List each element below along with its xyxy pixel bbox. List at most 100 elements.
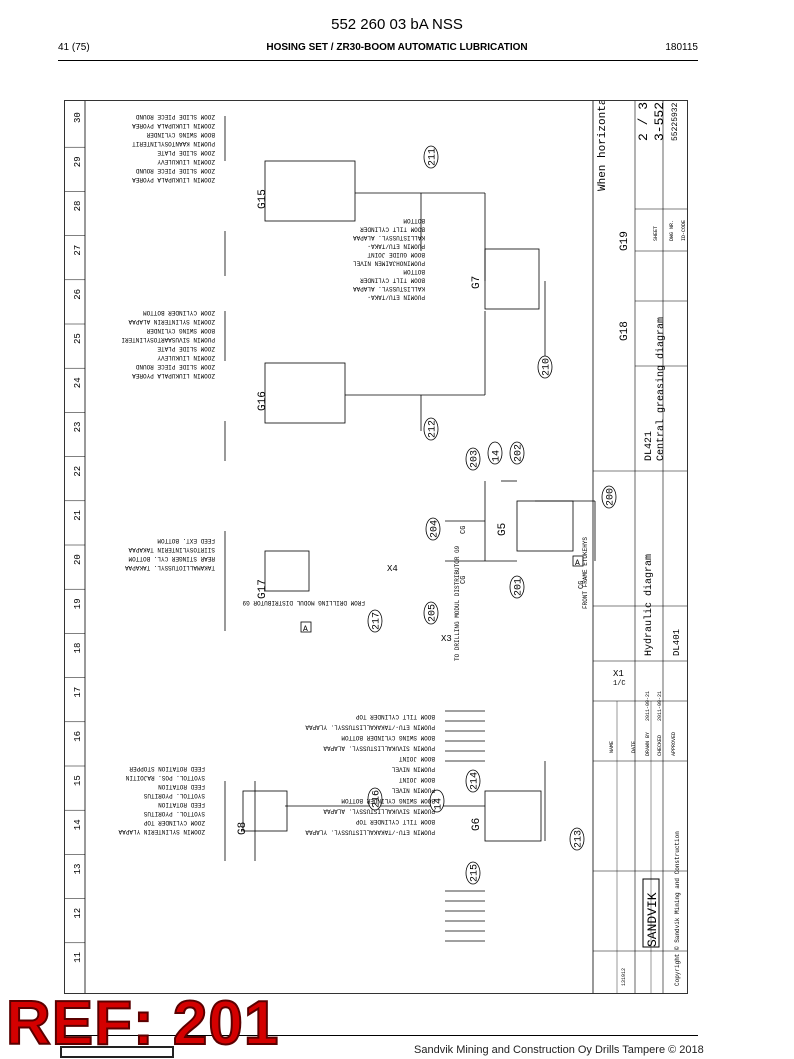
hose-number: 202 (514, 444, 525, 462)
g7-port-label: PUOMIN ETU/TAKA- (367, 243, 425, 250)
g7-port-label: BOOM TILT CYLINDER (360, 226, 425, 233)
hose-bubble (465, 861, 481, 885)
hose-bubble (429, 789, 445, 813)
column-number: 24 (73, 377, 83, 388)
g19-title-label: G19 (619, 231, 631, 251)
g6-port-label: PUOMIN SIVUKALLISTUSSYL. ALAPAA (323, 808, 435, 815)
marker-a-g5: A (575, 559, 580, 568)
document-id: 552 260 03 bA NSS (331, 16, 463, 33)
g8-port-label: FEED ROTATION (158, 801, 205, 808)
g16-port-label: ZOOM SLIDE PIECE ROUND (135, 363, 215, 370)
column-number: 11 (73, 952, 83, 963)
g15-port-label: ZOOM SLIDE PIECE ROUND (135, 167, 215, 174)
date-label: DATE (631, 741, 637, 753)
hose-number: 201 (514, 578, 525, 596)
column-number: 18 (73, 643, 83, 654)
g6-port-label: BOOM JOINT (399, 776, 435, 783)
column-number: 16 (73, 731, 83, 742)
g16-port-label: ZOOMIN SYLINTERIN ALAPAA (128, 318, 215, 325)
hose-bubble (465, 769, 481, 793)
g15-port-label: ZOOMIN LIUKUPALA PYOREA (132, 122, 215, 129)
sandvik-logo: SANDVIK (645, 892, 660, 947)
g9-to-label: TO DRILLING MODUL DISTRIBUTOR G9 (454, 545, 461, 661)
hose-bubble (569, 827, 585, 851)
g6-port-label: BOOM TILT CYLINDER TOP (355, 818, 435, 825)
column-number: 22 (73, 466, 83, 477)
column-number: 12 (73, 908, 83, 919)
hose-bubble (423, 601, 439, 625)
g16-port-label: ZOOM SLIDE PLATE (157, 345, 215, 352)
g6-label: G6 (471, 818, 483, 831)
id-code: 55225932 (671, 102, 680, 141)
dwg-label: DWG NR. (669, 220, 675, 241)
g16-port-label: ZOOMIN LIUKULEVY (157, 354, 215, 361)
column-number: 20 (73, 554, 83, 565)
hose-bubble (487, 441, 503, 465)
g17-label: G17 (257, 579, 269, 599)
g7-port-label: PUOMIN ETU/TAKA- (367, 294, 425, 301)
x4-label: X4 (387, 564, 398, 574)
g8-port-label: FEED ROTATION STOPPER (129, 765, 205, 772)
hose-number: 217 (372, 612, 383, 630)
dl401-label: DL401 (672, 629, 682, 656)
column-number: 14 (73, 819, 83, 830)
column-number: 28 (73, 201, 83, 212)
column-number: 19 (73, 598, 83, 609)
sheet-value: 2 / 3 (636, 102, 651, 141)
g7-port-label: BOTTOM (403, 217, 425, 224)
hose-number: 213 (574, 830, 585, 848)
hose-bubble (509, 441, 525, 465)
footer-text: Sandvik Mining and Construction Oy Drill… (414, 1044, 704, 1056)
g6-port-label: BOOM TILT CYLINDER TOP (355, 713, 435, 720)
g6-port-label: BOOM SWING CYLINDER BOTTOM (341, 734, 435, 741)
hose-number: 200 (606, 488, 617, 506)
g6-port-label: PUOMIN NIVEL (391, 787, 435, 794)
g15-port-label: ZOOMIN LIUKUPALA PYOREA (132, 176, 215, 183)
g6-port-label: PUOMIN ETU-/TAKAKALLISTUSSYL. YLAPAA (305, 829, 435, 836)
marker-a-g17: A (303, 625, 308, 634)
x1-sub-label: 1/C (613, 680, 626, 688)
g15-port-label: PUOMIN KAANTOSYLINTERIT (132, 140, 215, 147)
g15-port-label: ZOOMIN LIUKULEVY (157, 158, 215, 165)
g8-port-label: ZOOM CYLINDER TOP (143, 819, 205, 826)
name-label: NAME (609, 741, 615, 753)
g8-port-label: FEED ROTATION (158, 783, 205, 790)
column-number: 23 (73, 422, 83, 433)
g7-label: G7 (471, 276, 483, 289)
g8-port-label: ZOOMIN SYLINTERIN YLAPAA (118, 828, 205, 835)
column-number: 17 (73, 687, 83, 698)
hose-bubble (509, 575, 525, 599)
column-number: 25 (73, 333, 83, 344)
drawing-number-small: 131912 (621, 968, 627, 986)
g16-port-label: PUOMIN SIVUSAARTOSYLINTERI (121, 336, 215, 343)
g7-port-label: KALLISTUSSYL. ALAPAA (353, 285, 425, 292)
drawn-label: DRAWN BY (645, 732, 651, 756)
g17-port-label: FEED EXT. BOTTOM (157, 537, 215, 544)
g7-port-label: PUOMINOHJAIMEN NIVEL (353, 260, 425, 267)
approved-label: APPROVED (671, 732, 677, 756)
g7-port-label: BOTTOM (403, 268, 425, 275)
g6-port-label: PUOMIN NIVEL (391, 766, 435, 773)
g17-port-label: REAR STINGER CYL. BOTTOM (128, 555, 215, 562)
cg-label-3: CG (578, 581, 586, 589)
g16-port-label: BOOM SWING CYLINDER (146, 327, 215, 334)
g18-title-label: G18 (619, 321, 631, 341)
column-number: 30 (73, 112, 83, 123)
copyright-text: Copyright © Sandvik Mining and Construct… (674, 831, 681, 986)
cg-label-1: CG (460, 526, 468, 534)
front-frame-label: FRONT FRAME ETUKEHYS (582, 537, 589, 609)
g17-port-label: TAKAMALLIOTUSSYL. TAKAPAA (125, 564, 215, 571)
hose-bubble (601, 485, 617, 509)
hose-bubble (465, 447, 481, 471)
column-number: 21 (73, 510, 83, 521)
hose-bubble (423, 145, 439, 169)
central-greasing-label: Central greasing diagram (655, 317, 667, 461)
hose-number: 203 (470, 450, 481, 468)
idcode-label: ID-CODE (681, 220, 687, 241)
hose-bubble (425, 517, 441, 541)
ref-overlay: REF: 201 (5, 988, 280, 1059)
page-number: 41 (75) (58, 42, 90, 53)
g7-port-label: BOOM GUIDE JOINT (367, 251, 425, 258)
hose-number: 204 (430, 520, 441, 538)
